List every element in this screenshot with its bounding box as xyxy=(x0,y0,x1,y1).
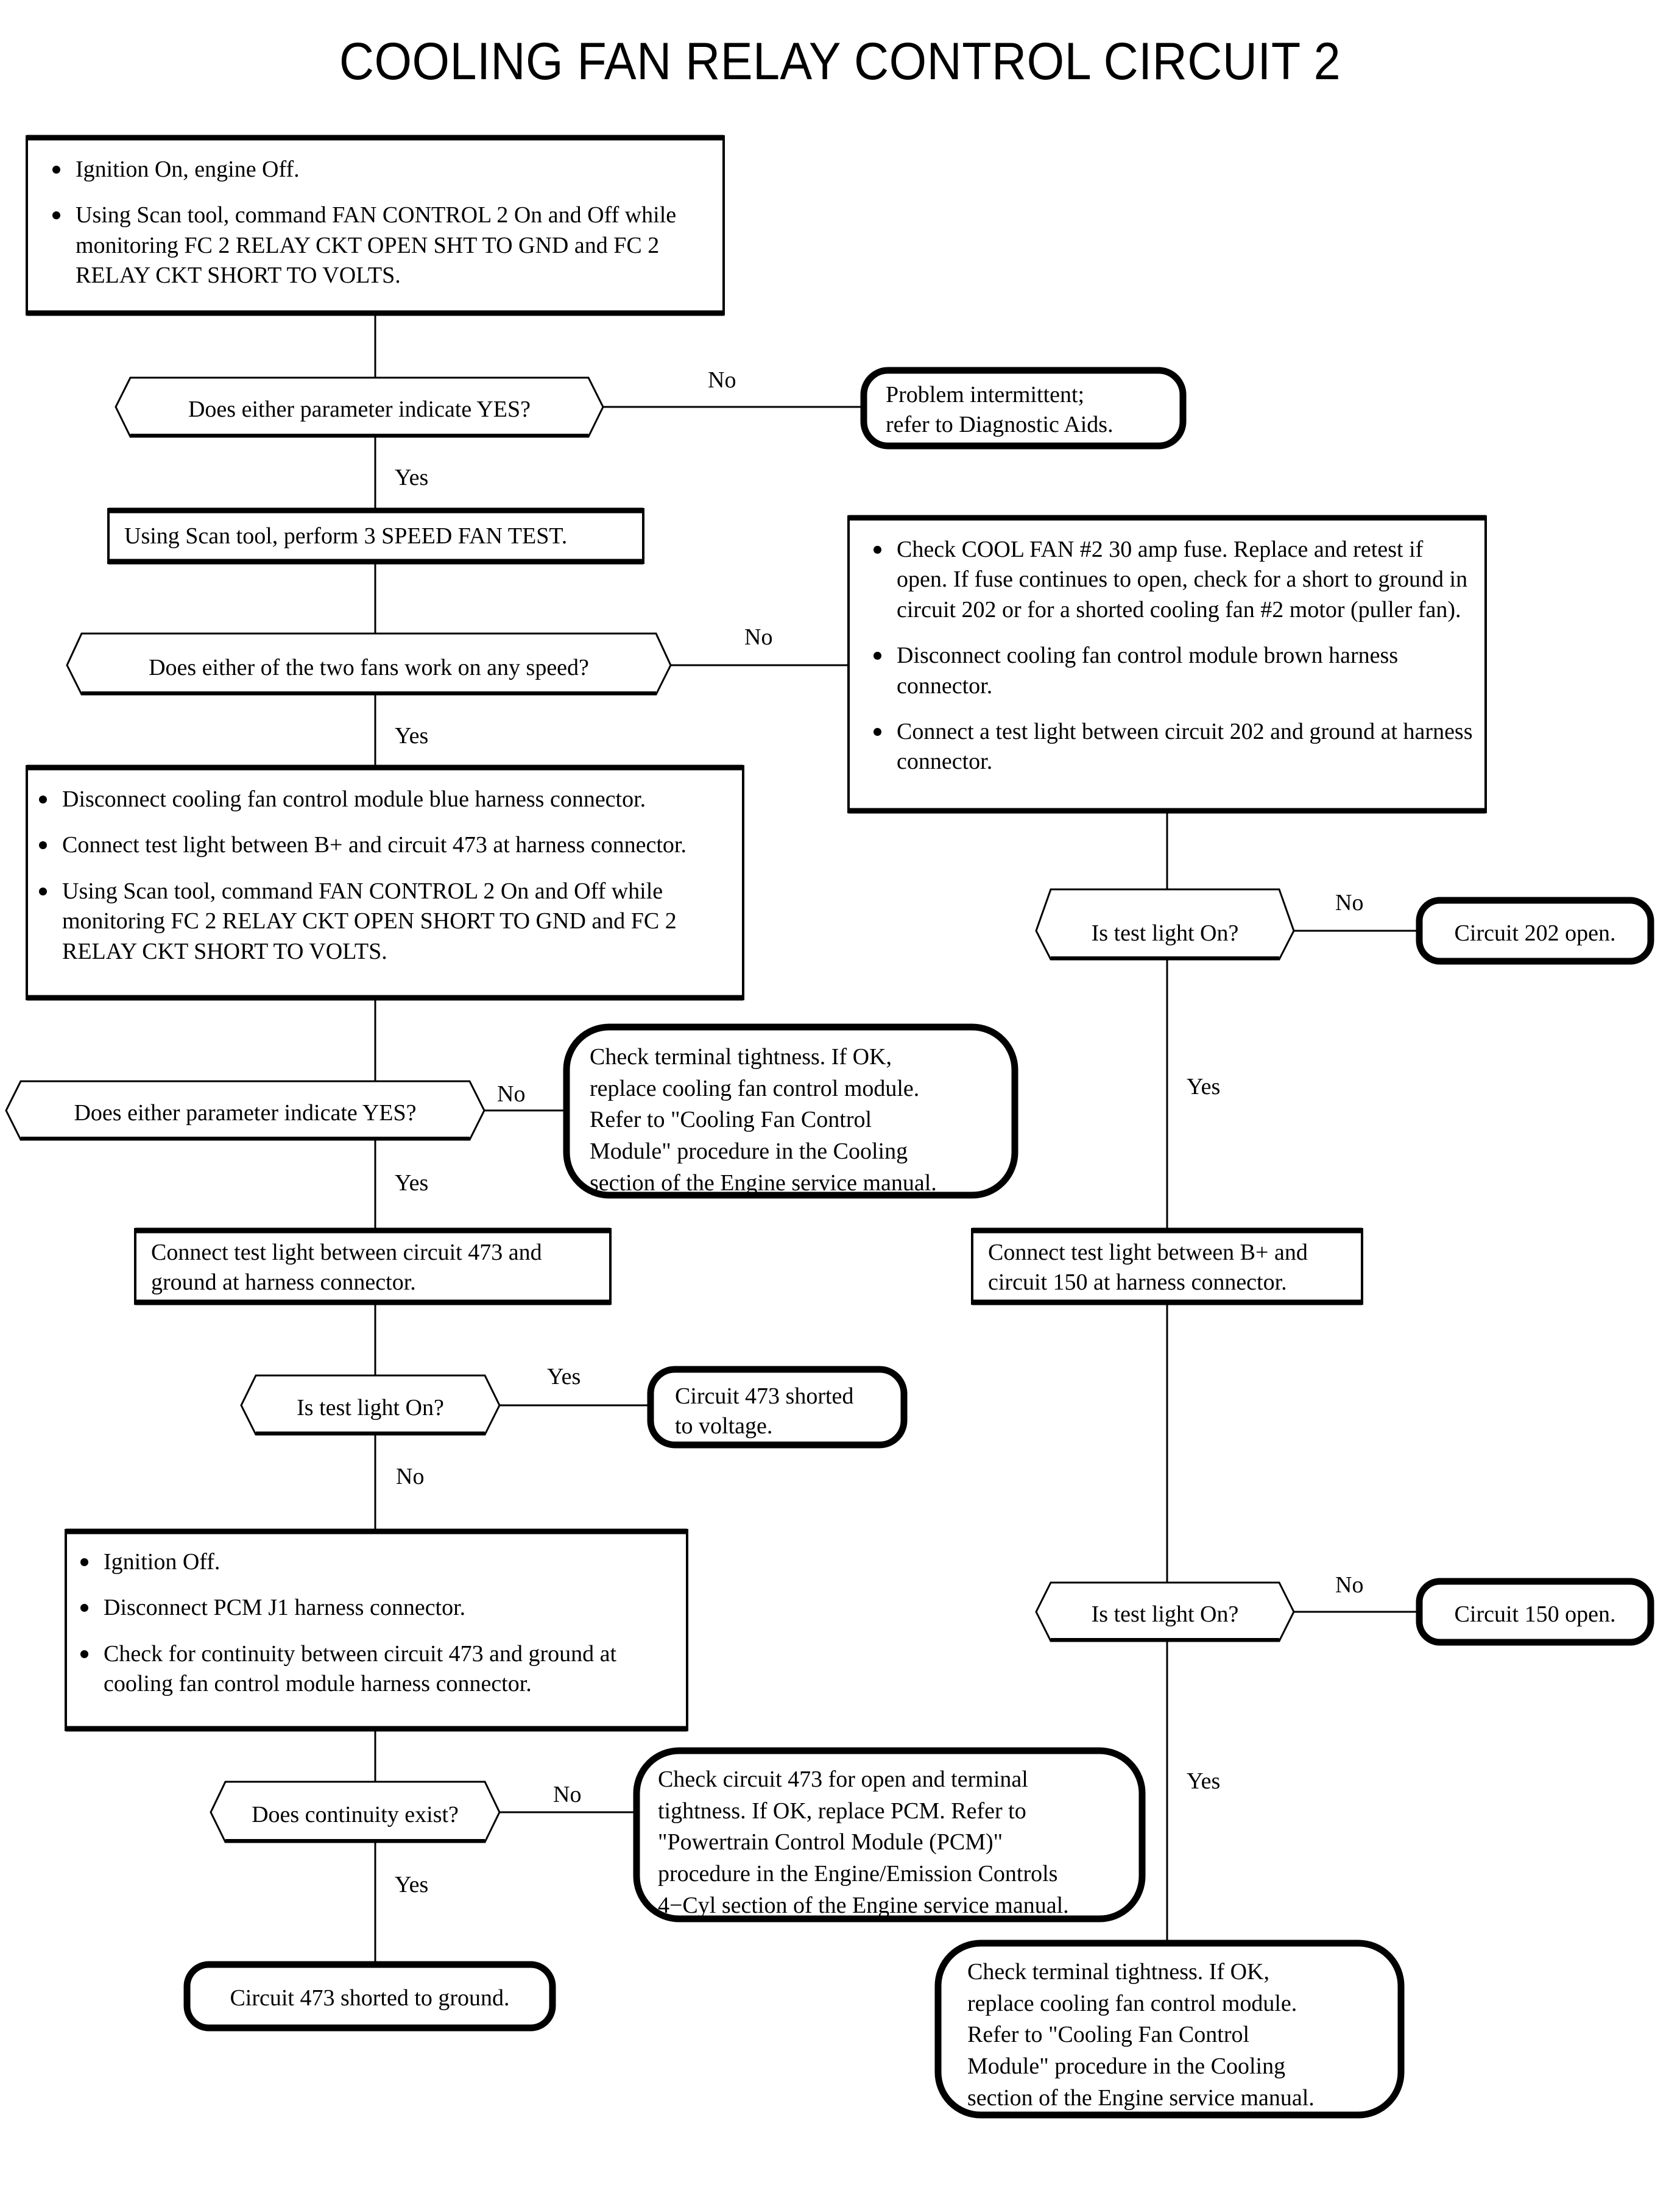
dec-testlight150-no-label: No xyxy=(1335,1572,1364,1598)
dec3-no-label: No xyxy=(497,1081,526,1107)
step1-bullet-2: Using Scan tool, command FAN CONTROL 2 O… xyxy=(44,200,711,291)
page-title: COOLING FAN RELAY CONTROL CIRCUIT 2 xyxy=(339,32,1341,91)
node-step1-text: Ignition On, engine Off. Using Scan tool… xyxy=(44,155,711,291)
node-term-pcm-text: Check circuit 473 for open and terminal … xyxy=(658,1767,1069,1918)
terminal-shapes xyxy=(183,367,1654,2119)
pcm-bullet-3: Check for continuity between circuit 473… xyxy=(72,1639,681,1700)
dec1-yes-label: Yes xyxy=(395,465,429,490)
node-term-473-voltage-text: Circuit 473 shorted to voltage. xyxy=(675,1383,854,1439)
decision-shapes xyxy=(5,376,1295,1843)
node-step-pcm-text: Ignition Off. Disconnect PCM J1 harness … xyxy=(72,1547,681,1700)
node-term-202-open-text: Circuit 202 open. xyxy=(1454,920,1616,946)
blue-bullet-2: Connect test light between B+ and circui… xyxy=(30,830,737,860)
node-step-150 xyxy=(971,1227,1363,1305)
node-term-intermittent-shape xyxy=(860,367,1187,450)
node-step-blue xyxy=(26,764,744,1001)
node-term-intermittent-text: Problem intermittent; refer to Diagnosti… xyxy=(886,382,1114,438)
fuse-bullet-2: Disconnect cooling fan control module br… xyxy=(865,641,1474,701)
node-term-module-upper-shape xyxy=(563,1023,1018,1199)
node-step-blue-text: Disconnect cooling fan control module bl… xyxy=(30,785,737,967)
node-term-202-open-shape xyxy=(1416,897,1654,965)
dec-testlight473-no-label: No xyxy=(396,1464,425,1489)
step1-bullet-1: Ignition On, engine Off. xyxy=(44,155,711,185)
node-dec3-label: Does either parameter indicate YES? xyxy=(74,1100,417,1126)
dec-testlight202-no-label: No xyxy=(1335,890,1364,916)
blue-bullet-3: Using Scan tool, command FAN CONTROL 2 O… xyxy=(30,877,737,967)
node-dec-testlight473-label: Is test light On? xyxy=(297,1395,444,1421)
node-step-pcm xyxy=(65,1528,688,1732)
node-term-module-lower-shape xyxy=(934,1940,1405,2119)
node-step-473-ground xyxy=(134,1227,612,1305)
pcm-bullet-1: Ignition Off. xyxy=(72,1547,681,1577)
dec-testlight202-yes-label: Yes xyxy=(1187,1074,1221,1100)
node-term-473-voltage-shape xyxy=(647,1366,908,1449)
node-step-fuse xyxy=(847,515,1487,814)
node-step-fuse-text: Check COOL FAN #2 30 amp fuse. Replace a… xyxy=(865,535,1474,777)
node-step-150-text: Connect test light between B+ and circui… xyxy=(988,1240,1308,1296)
connector-lines xyxy=(374,314,1419,1965)
dec1-no-label: No xyxy=(708,367,736,393)
fuse-bullet-3: Connect a test light between circuit 202… xyxy=(865,717,1474,777)
fuse-bullet-1: Check COOL FAN #2 30 amp fuse. Replace a… xyxy=(865,535,1474,625)
node-term-473-ground-text: Circuit 473 shorted to ground. xyxy=(230,1985,510,2011)
dec-continuity-no-label: No xyxy=(553,1782,582,1807)
dec3-yes-label: Yes xyxy=(395,1170,429,1196)
node-step-fantest xyxy=(107,507,644,565)
blue-bullet-1: Disconnect cooling fan control module bl… xyxy=(30,785,737,814)
node-dec-testlight150-label: Is test light On? xyxy=(1091,1601,1239,1627)
dec2-yes-label: Yes xyxy=(395,723,429,749)
node-term-pcm-shape xyxy=(633,1747,1146,1922)
node-dec2-label: Does either of the two fans work on any … xyxy=(149,655,589,680)
dec-testlight150-yes-label: Yes xyxy=(1187,1768,1221,1794)
node-step-473-ground-text: Connect test light between circuit 473 a… xyxy=(151,1240,542,1296)
node-dec-continuity-label: Does continuity exist? xyxy=(252,1802,459,1827)
node-dec-testlight202-label: Is test light On? xyxy=(1091,920,1239,946)
node-term-module-upper-text: Check terminal tightness. If OK, replace… xyxy=(590,1044,937,1196)
node-term-150-open-text: Circuit 150 open. xyxy=(1454,1601,1616,1627)
node-term-module-lower-text: Check terminal tightness. If OK, replace… xyxy=(967,1959,1315,2111)
dec-testlight473-yes-label: Yes xyxy=(547,1364,581,1389)
node-step1 xyxy=(26,135,725,316)
node-step-fantest-text: Using Scan tool, perform 3 SPEED FAN TES… xyxy=(124,523,568,549)
dec2-no-label: No xyxy=(744,624,773,650)
node-term-150-open-shape xyxy=(1416,1578,1654,1646)
node-term-473-ground-shape xyxy=(183,1961,556,2032)
pcm-bullet-2: Disconnect PCM J1 harness connector. xyxy=(72,1593,681,1623)
node-dec1-label: Does either parameter indicate YES? xyxy=(188,397,531,422)
dec-continuity-yes-label: Yes xyxy=(395,1872,429,1898)
